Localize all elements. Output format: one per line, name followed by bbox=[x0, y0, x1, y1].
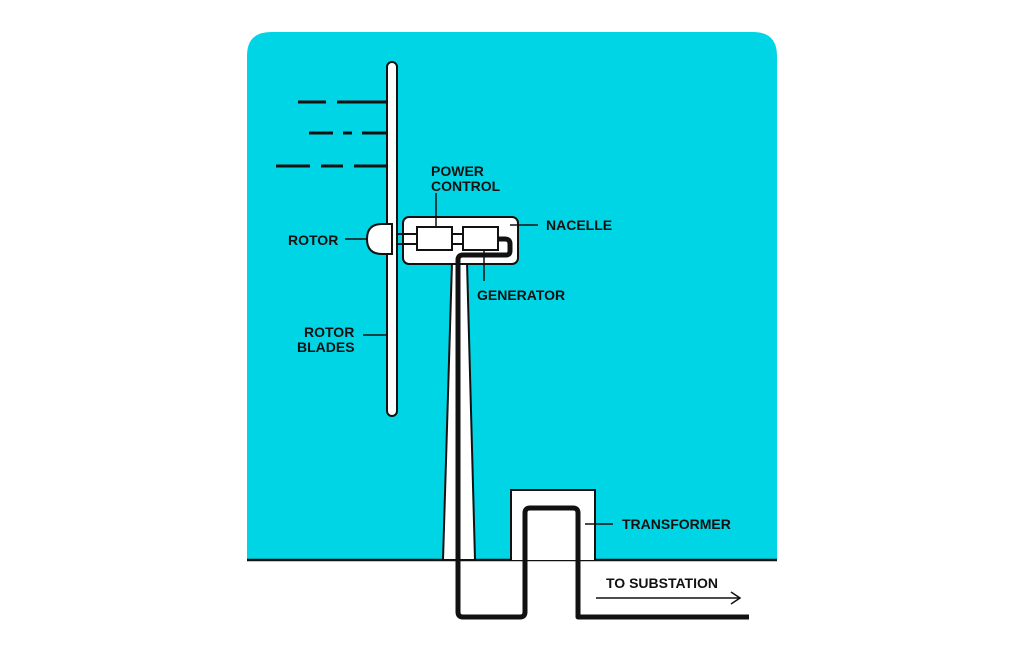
transformer-label: TRANSFORMER bbox=[622, 516, 731, 532]
power-control-label: POWER CONTROL bbox=[431, 163, 501, 194]
rotor-blades-label-line-2: BLADES bbox=[297, 339, 355, 355]
nacelle-label: NACELLE bbox=[546, 217, 612, 233]
to-substation-label: TO SUBSTATION bbox=[606, 575, 718, 591]
to-substation-arrow bbox=[596, 591, 742, 605]
transformer-cable-loop bbox=[522, 505, 581, 560]
rotor-hub bbox=[365, 223, 393, 255]
generator-box bbox=[462, 226, 499, 251]
drive-shaft bbox=[397, 233, 463, 245]
power-control-label-line-1: POWER bbox=[431, 163, 484, 179]
rotor-blades-label-line-1: ROTOR bbox=[304, 324, 354, 340]
power-control-box bbox=[416, 226, 453, 251]
rotor-blades-label: ROTOR BLADES bbox=[297, 324, 358, 355]
power-control-label-line-2: CONTROL bbox=[431, 178, 501, 194]
wind-lines bbox=[276, 100, 386, 168]
sky-panel bbox=[247, 32, 777, 560]
leader-lines bbox=[345, 193, 613, 525]
rotor-label: ROTOR bbox=[288, 232, 338, 248]
generator-label: GENERATOR bbox=[477, 287, 565, 303]
